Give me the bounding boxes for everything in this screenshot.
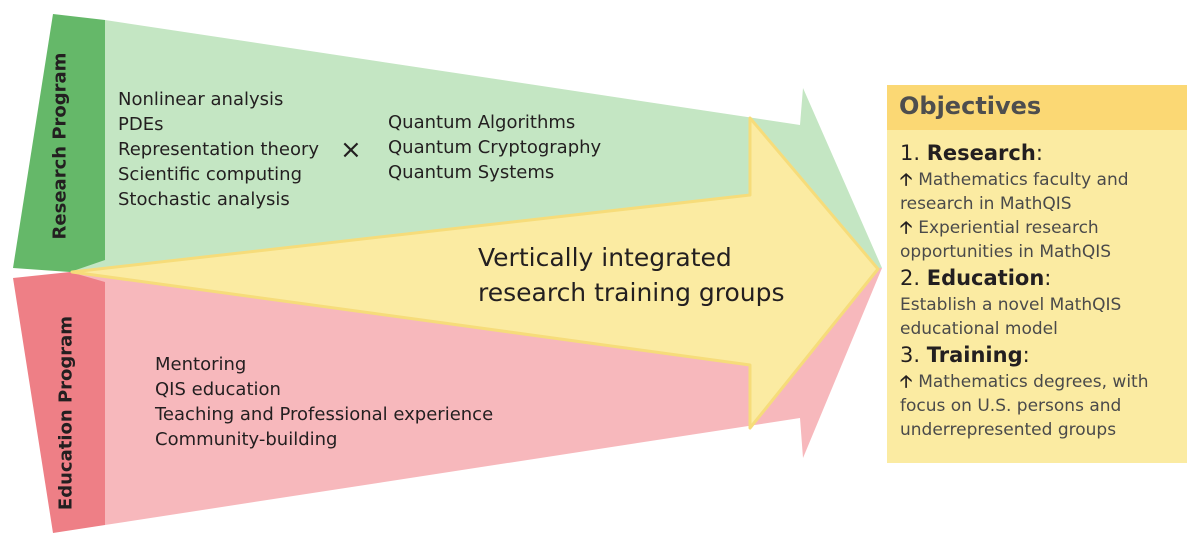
education-topics-list: Mentoring QIS education Teaching and Pro…: [155, 352, 493, 452]
objective-line-text: research in MathQIS: [900, 194, 1072, 214]
times-operator: ×: [340, 135, 362, 165]
up-arrow-icon: 🡡: [900, 372, 913, 392]
up-arrow-icon: 🡡: [900, 170, 913, 190]
integration-arrow: [70, 116, 880, 430]
objective-line: 🡡Mathematics faculty and: [900, 168, 1180, 192]
objective-line: underrepresented groups: [900, 418, 1180, 442]
math-topic: Scientific computing: [118, 164, 302, 185]
objective-line-text: Experiential research: [918, 218, 1099, 238]
integration-line: Vertically integrated: [478, 243, 732, 272]
objective-title: Training: [926, 343, 1023, 367]
objective-line-text: underrepresented groups: [900, 420, 1117, 440]
objective-heading-training: 3. Training:: [900, 341, 1180, 370]
education-topic: Teaching and Professional experience: [155, 404, 494, 425]
objective-heading-research: 1. Research:: [900, 139, 1180, 168]
objective-line: opportunities in MathQIS: [900, 240, 1180, 264]
objective-line: Establish a novel MathQIS: [900, 293, 1180, 317]
objective-line: 🡡Experiential research: [900, 216, 1180, 240]
objective-line-text: educational model: [900, 319, 1058, 339]
quantum-topic: Quantum Cryptography: [388, 137, 602, 158]
quantum-topic: Quantum Systems: [388, 162, 555, 183]
integration-line: research training groups: [478, 278, 785, 307]
objective-colon: :: [1022, 343, 1030, 367]
objective-line: focus on U.S. persons and: [900, 394, 1180, 418]
math-topic: Representation theory: [118, 139, 320, 160]
math-topics-list: Nonlinear analysis PDEs Representation t…: [118, 87, 319, 212]
objective-number: 2.: [900, 266, 921, 290]
objective-line-text: Establish a novel MathQIS: [900, 295, 1122, 315]
objective-line-text: focus on U.S. persons and: [900, 396, 1122, 416]
quantum-topics-list: Quantum Algorithms Quantum Cryptography …: [388, 110, 601, 185]
objective-number: 3.: [900, 343, 921, 367]
math-topic: PDEs: [118, 114, 164, 135]
education-topic: QIS education: [155, 379, 281, 400]
math-topic: Nonlinear analysis: [118, 89, 284, 110]
math-topic: Stochastic analysis: [118, 189, 290, 210]
objective-line: research in MathQIS: [900, 192, 1180, 216]
education-topic: Mentoring: [155, 354, 247, 375]
up-arrow-icon: 🡡: [900, 218, 913, 238]
quantum-topic: Quantum Algorithms: [388, 112, 576, 133]
research-program-label: Research Program: [49, 52, 71, 240]
objective-colon: :: [1044, 266, 1052, 290]
objective-heading-education: 2. Education:: [900, 264, 1180, 293]
objectives-list: 1. Research: 🡡Mathematics faculty and re…: [900, 139, 1180, 442]
integration-text: Vertically integrated research training …: [478, 240, 785, 310]
objectives-header: Objectives: [887, 85, 1187, 130]
objective-colon: :: [1035, 141, 1043, 165]
objective-line-text: Mathematics degrees, with: [918, 372, 1149, 392]
objective-line-text: Mathematics faculty and: [918, 170, 1129, 190]
objective-line: educational model: [900, 317, 1180, 341]
education-program-label: Education Program: [55, 315, 77, 511]
objective-title: Education: [926, 266, 1045, 290]
objective-line: 🡡Mathematics degrees, with: [900, 370, 1180, 394]
education-topic: Community-building: [155, 429, 338, 450]
objectives-panel: Objectives 1. Research: 🡡Mathematics fac…: [887, 85, 1187, 463]
objectives-title: Objectives: [899, 92, 1042, 120]
research-program-band: [13, 14, 105, 272]
objective-title: Research: [926, 141, 1036, 165]
education-program-band: [13, 272, 105, 533]
objective-line-text: opportunities in MathQIS: [900, 242, 1112, 262]
objective-number: 1.: [900, 141, 921, 165]
